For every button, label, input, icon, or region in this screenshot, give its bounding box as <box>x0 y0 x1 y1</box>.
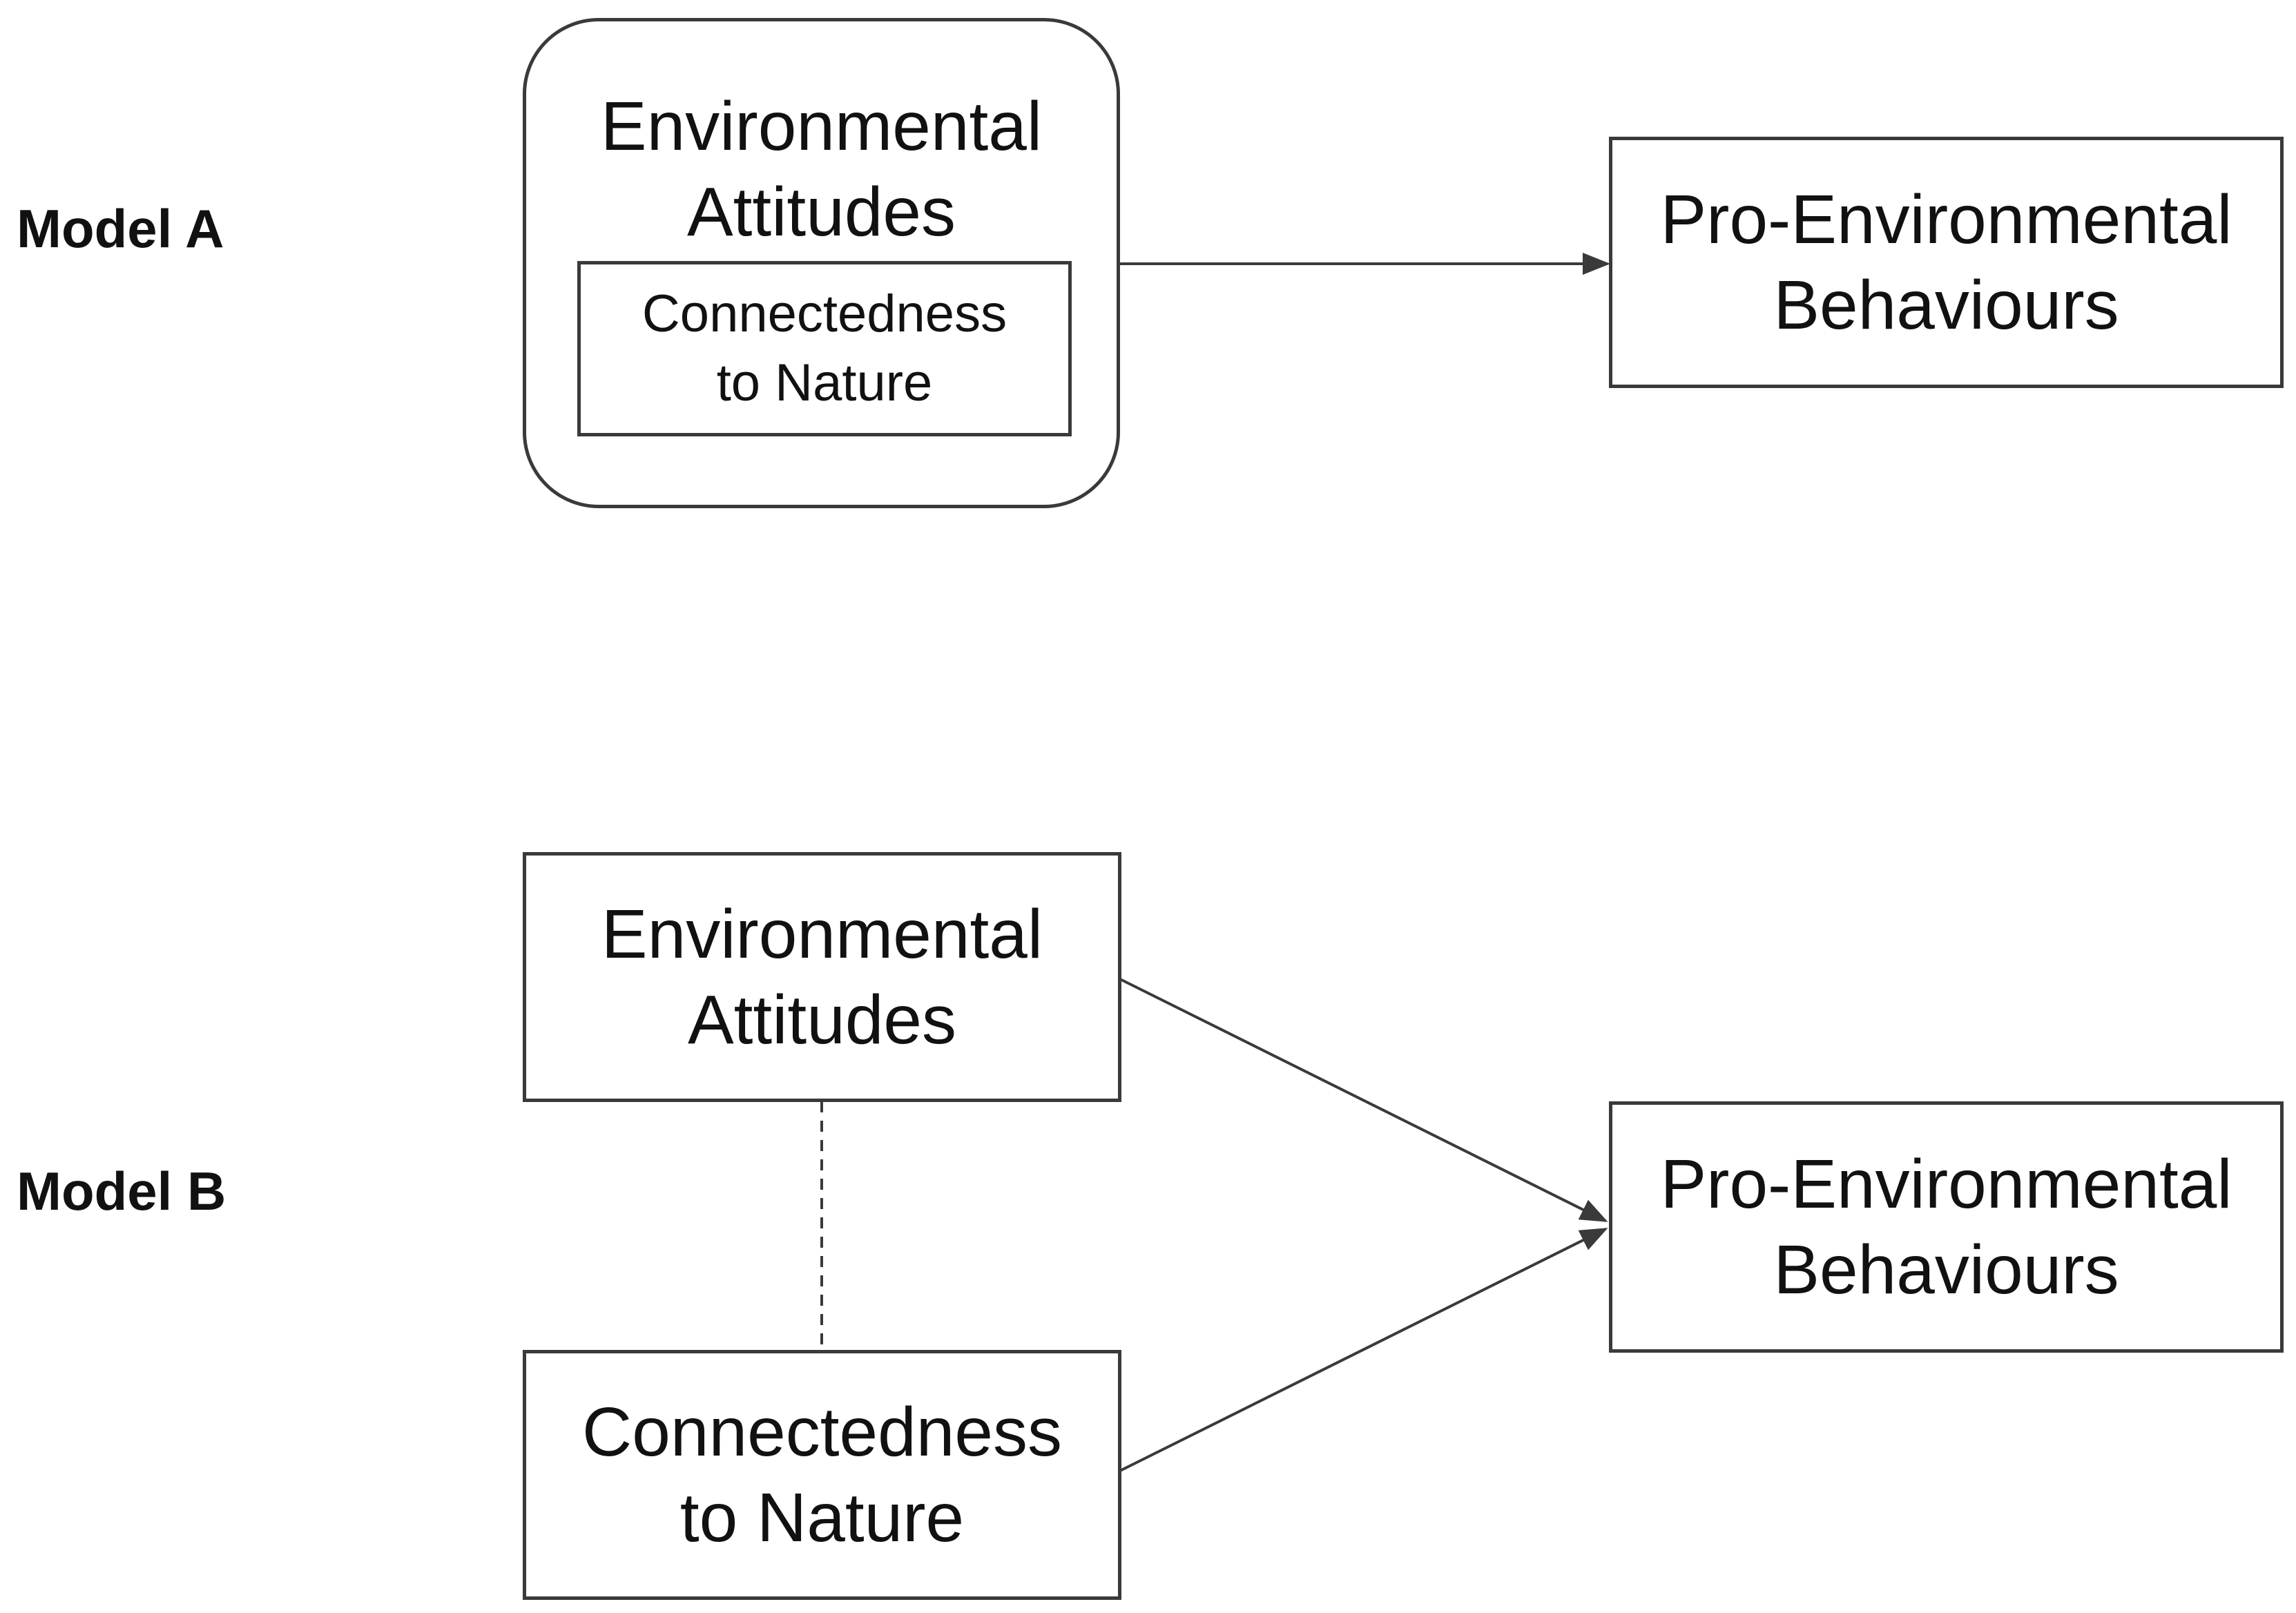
model-a-inner-connectedness-text: Connectedness to Nature <box>642 280 1007 418</box>
model-a-inner-connectedness-line1: Connectedness <box>641 284 1007 343</box>
model-b-attitudes-text: Environmental Attitudes <box>601 891 1043 1063</box>
model-a-label: Model A <box>17 198 224 259</box>
model-a-inner-connectedness-line2: to Nature <box>716 354 933 412</box>
model-a-behaviours-line2: Behaviours <box>1773 267 2119 344</box>
model-b-attitudes-line1: Environmental <box>601 896 1043 973</box>
model-b-connectedness-box: Connectedness to Nature <box>523 1350 1121 1600</box>
model-b-attitudes-box: Environmental Attitudes <box>523 852 1121 1102</box>
model-a-inner-connectedness-box: Connectedness to Nature <box>577 261 1072 436</box>
model-a-attitudes-line1: Environmental <box>600 88 1043 165</box>
model-a-behaviours-text: Pro-Environmental Behaviours <box>1660 177 2232 348</box>
model-b-connectedness-text: Connectedness to Nature <box>582 1389 1062 1561</box>
model-b-connectedness-line1: Connectedness <box>582 1393 1062 1471</box>
model-b-connectedness-line2: to Nature <box>679 1479 965 1556</box>
model-b-behaviours-text: Pro-Environmental Behaviours <box>1660 1141 2232 1313</box>
model-a-attitudes-box: Environmental Attitudes Connectedness to… <box>523 18 1120 508</box>
model-b-behaviours-line1: Pro-Environmental <box>1660 1146 2232 1223</box>
model-a-attitudes-text: Environmental Attitudes <box>526 84 1117 255</box>
model-b-behaviours-line2: Behaviours <box>1773 1231 2119 1308</box>
model-a-behaviours-box: Pro-Environmental Behaviours <box>1609 137 2284 388</box>
model-a-behaviours-line1: Pro-Environmental <box>1660 181 2232 258</box>
model-b-behaviours-box: Pro-Environmental Behaviours <box>1609 1101 2284 1353</box>
model-b-label: Model B <box>17 1161 226 1221</box>
model-b-attitudes-line2: Attitudes <box>687 981 957 1059</box>
model-a-attitudes-line2: Attitudes <box>686 173 956 251</box>
model-b-arrow-attitudes-to-behaviours <box>1119 978 1608 1222</box>
model-b-arrow-ctn-to-behaviours <box>1119 1228 1608 1472</box>
